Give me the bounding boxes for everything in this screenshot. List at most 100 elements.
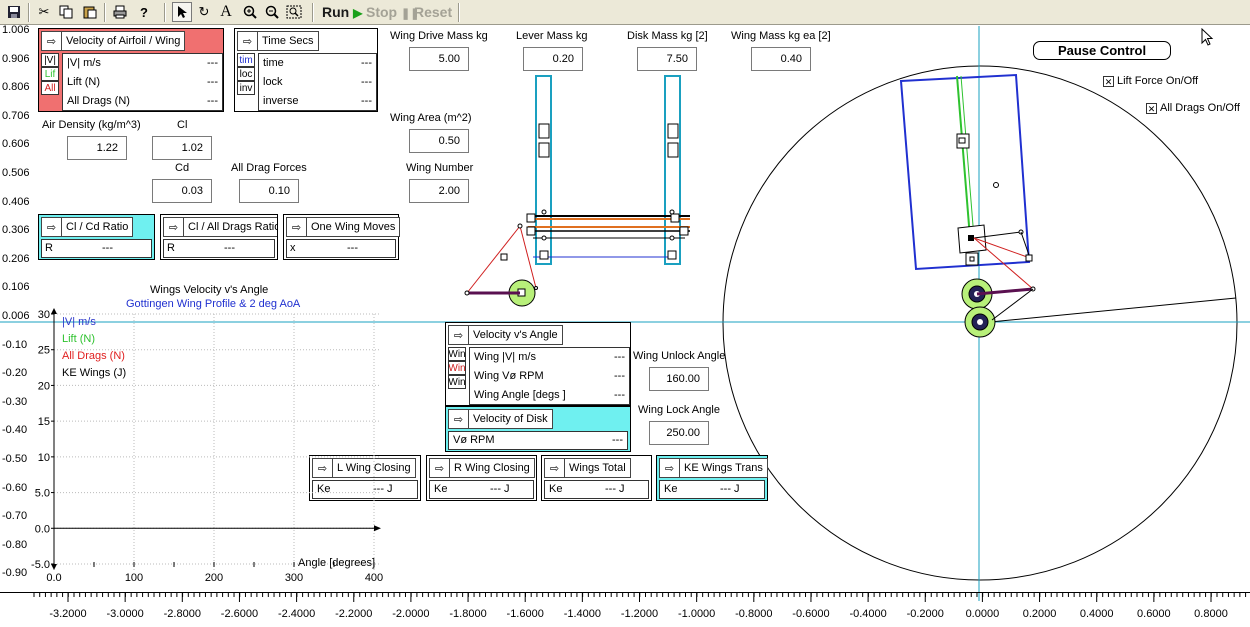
cd-label: Cd xyxy=(175,162,190,174)
airfoil-velocity-panel: ⇨ Velocity of Airfoil / Wing |V| Lif All… xyxy=(38,28,224,112)
wing-unlock-angle-label: Wing Unlock Angle xyxy=(633,350,726,362)
disk-velocity-panel: ⇨ Velocity of Disk Vø RPM --- xyxy=(445,406,631,452)
bottom-ruler-label: -0.8000 xyxy=(735,608,773,620)
left-ruler-label: 0.906 xyxy=(2,52,30,65)
pointer-icon[interactable] xyxy=(172,2,192,22)
zoom-in-icon[interactable] xyxy=(240,2,260,22)
wing-rpm-toggle[interactable]: Win xyxy=(448,361,466,375)
chart-x-arrow xyxy=(374,525,381,532)
lever-mass-field[interactable]: 0.20 xyxy=(523,47,583,71)
zoom-fit-icon[interactable] xyxy=(284,2,304,22)
lift-force-checkbox[interactable]: ✕Lift Force On/Off xyxy=(1103,75,1199,87)
wing-unlock-angle-field[interactable]: 160.00 xyxy=(649,367,709,391)
lock-toggle[interactable]: loc xyxy=(237,67,255,81)
wing-number-field[interactable]: 2.00 xyxy=(409,179,469,203)
disk-mass-field[interactable]: 7.50 xyxy=(637,47,697,71)
airfoil-panel-header[interactable]: ⇨ Velocity of Airfoil / Wing xyxy=(41,31,186,51)
left-ruler-label: -0.40 xyxy=(2,424,28,437)
wings-total-readout: Ke --- J xyxy=(544,480,649,499)
bottom-ruler-label: -1.6000 xyxy=(506,608,544,620)
rotate-icon[interactable]: ↻ xyxy=(198,4,210,19)
bottom-ruler-label: -2.8000 xyxy=(163,608,201,620)
ke-wings-trans-header[interactable]: ⇨ KE Wings Trans xyxy=(659,458,768,478)
r-wing-closing-header[interactable]: ⇨ R Wing Closing xyxy=(429,458,535,478)
zoom-out-icon[interactable] xyxy=(262,2,282,22)
pause-control-button[interactable]: Pause Control xyxy=(1033,41,1171,60)
lever-mass-label: Lever Mass kg xyxy=(516,30,588,42)
time-panel-header[interactable]: ⇨ Time Secs xyxy=(237,31,319,51)
wings-total-panel: ⇨ Wings Total Ke --- J xyxy=(541,455,652,501)
left-ruler-label: 0.806 xyxy=(2,81,30,94)
legend-entry: KE Wings (J) xyxy=(62,367,127,379)
arrow-right-icon: ⇨ xyxy=(313,459,333,477)
left-ruler-label: -0.20 xyxy=(2,367,28,380)
wing-speed-toggle[interactable]: Win xyxy=(448,347,466,361)
arrow-right-icon: ⇨ xyxy=(449,326,469,344)
checkbox-icon[interactable]: ✕ xyxy=(1103,76,1114,87)
paste-icon[interactable] xyxy=(80,2,100,22)
velocity-angle-chart: Wings Velocity v's Angle Gottingen Wing … xyxy=(30,282,390,592)
lever-left xyxy=(535,75,552,265)
text-icon[interactable]: A xyxy=(220,3,232,20)
lift-series-toggle[interactable]: Lif xyxy=(41,67,59,81)
bottom-ruler-label: -0.4000 xyxy=(849,608,887,620)
print-icon[interactable] xyxy=(110,2,130,22)
arrow-right-icon: ⇨ xyxy=(449,410,469,428)
inverse-toggle[interactable]: inv xyxy=(237,81,255,95)
air-density-field[interactable]: 1.22 xyxy=(67,136,127,160)
copy-icon[interactable] xyxy=(56,2,76,22)
all-drag-field[interactable]: 0.10 xyxy=(239,179,299,203)
disk-velocity-readout: Vø RPM --- xyxy=(448,431,628,450)
all-drags-checkbox[interactable]: ✕All Drags On/Off xyxy=(1146,102,1240,114)
chart-x-tick-label: 300 xyxy=(285,572,303,584)
chart-subtitle: Gottingen Wing Profile & 2 deg AoA xyxy=(126,298,301,310)
airfoil-readout: |V| m/s --- Lift (N) --- All Drags (N) -… xyxy=(62,53,223,111)
time-toggle[interactable]: tim xyxy=(237,53,255,67)
lever-right xyxy=(664,75,681,265)
cl-field[interactable]: 1.02 xyxy=(152,136,212,160)
reset-button[interactable]: Reset xyxy=(414,4,453,20)
drag-series-toggle[interactable]: All xyxy=(41,81,59,95)
cut-icon[interactable]: ✂ xyxy=(38,4,50,19)
run-button[interactable]: Run ▶ xyxy=(322,4,363,20)
chart-y-arrow xyxy=(51,308,57,314)
left-ruler-label: 0.606 xyxy=(2,138,30,151)
left-ruler-label: 0.306 xyxy=(2,224,30,237)
cl-cd-ratio-header[interactable]: ⇨ Cl / Cd Ratio xyxy=(41,217,134,237)
chart-y-tick-label: 20 xyxy=(38,380,50,392)
speed-series-toggle[interactable]: |V| xyxy=(41,53,59,67)
wing-outline xyxy=(899,73,1031,271)
checkbox-icon[interactable]: ✕ xyxy=(1146,103,1157,114)
cd-field[interactable]: 0.03 xyxy=(152,179,212,203)
help-icon[interactable]: ? xyxy=(140,4,148,20)
wing-drive-mass-field[interactable]: 5.00 xyxy=(409,47,469,71)
cl-drag-ratio-header[interactable]: ⇨ Cl / All Drags Ratio xyxy=(163,217,277,237)
left-ruler-label: -0.50 xyxy=(2,453,28,465)
left-ruler-label: -0.90 xyxy=(2,567,28,580)
wing-area-field[interactable]: 0.50 xyxy=(409,129,469,153)
wing-mass-field[interactable]: 0.40 xyxy=(751,47,811,71)
one-wing-moves-readout: x --- xyxy=(286,239,396,258)
bottom-ruler-label: -2.2000 xyxy=(335,608,373,620)
arrow-right-icon: ⇨ xyxy=(545,459,565,477)
time-readout: time --- lock --- inverse --- xyxy=(258,53,377,111)
bottom-ruler-label: 0.0000 xyxy=(965,608,1000,620)
chart-y-tick-label: 5.0 xyxy=(35,488,50,500)
chart-x-tick-label: 100 xyxy=(125,572,143,584)
chart-x-label: Angle [degrees] xyxy=(298,557,376,569)
wing-angle-toggle[interactable]: Win xyxy=(448,375,466,389)
stop-button[interactable]: Stop ❚❚ xyxy=(366,4,420,20)
disk-velocity-header[interactable]: ⇨ Velocity of Disk xyxy=(448,409,553,429)
legend-entry: All Drags (N) xyxy=(62,350,125,362)
wings-total-header[interactable]: ⇨ Wings Total xyxy=(544,458,631,478)
save-icon[interactable] xyxy=(4,2,24,22)
bottom-ruler: -3.2000-3.0000-2.8000-2.6000-2.4000-2.20… xyxy=(0,592,1250,627)
cl-cd-ratio-readout: R --- xyxy=(41,239,152,258)
bottom-ruler-label: 0.6000 xyxy=(1137,608,1171,620)
wing-lock-angle-field[interactable]: 250.00 xyxy=(649,421,709,445)
left-ruler-label: -0.60 xyxy=(2,481,28,494)
one-wing-moves-header[interactable]: ⇨ One Wing Moves xyxy=(286,217,401,237)
velocity-angle-header[interactable]: ⇨ Velocity v's Angle xyxy=(448,325,563,345)
